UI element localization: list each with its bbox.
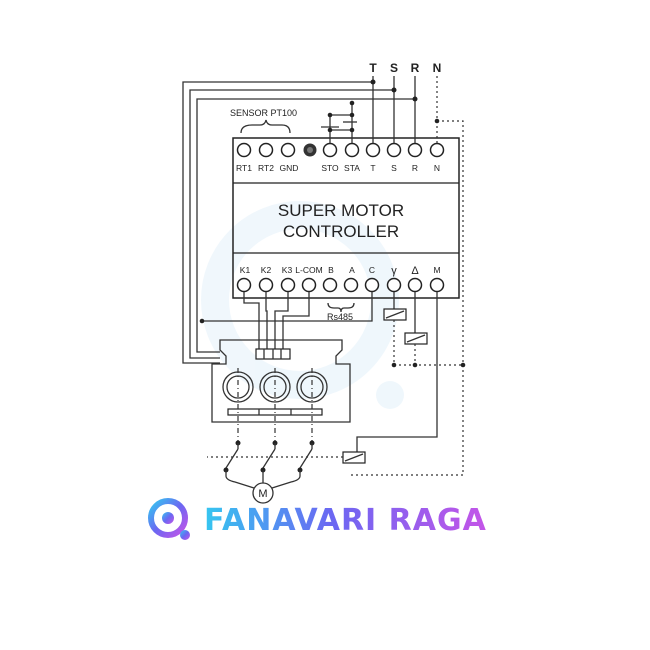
rs485-brace <box>327 302 355 313</box>
terminal-k2 <box>258 277 274 293</box>
terminal-lcom <box>301 277 317 293</box>
terminal-sta <box>344 142 360 158</box>
sensor-brace <box>240 119 291 134</box>
terminal-rt1 <box>236 142 252 158</box>
terminal-n <box>429 142 445 158</box>
motor <box>252 482 274 504</box>
label-lcom: L-COM <box>295 265 322 275</box>
ct-wires <box>199 292 373 360</box>
top-terminal-labels: RT1 RT2 GND STO STA T S R N <box>236 163 440 173</box>
phase-labels: T S R N <box>369 61 441 75</box>
phase-label-r: R <box>411 61 420 75</box>
contactor-coils <box>207 292 466 464</box>
controller-title-line1: SUPER MOTOR <box>278 201 404 220</box>
bottom-terminal-row <box>236 277 445 293</box>
terminal-a <box>343 277 359 293</box>
terminal-r <box>407 142 423 158</box>
terminal-star <box>386 277 402 293</box>
motor-label: M <box>258 488 267 500</box>
label-k1: K1 <box>240 265 251 275</box>
controller-title-line2: CONTROLLER <box>283 222 399 241</box>
label-rt2: RT2 <box>258 163 274 173</box>
label-delta: Δ <box>411 265 419 277</box>
label-k3: K3 <box>282 265 293 275</box>
label-sto: STO <box>321 163 339 173</box>
terminal-gnd <box>280 142 296 158</box>
terminal-blank-inner <box>307 147 313 153</box>
label-rt1: RT1 <box>236 163 252 173</box>
bottom-terminal-labels: K1 K2 K3 L-COM B A C γ Δ M <box>240 265 441 277</box>
label-sta: STA <box>344 163 360 173</box>
label-a: A <box>349 265 355 275</box>
label-star: γ <box>391 265 397 277</box>
motor-circuit: M <box>223 440 315 504</box>
label-k2: K2 <box>261 265 272 275</box>
phase-label-t: T <box>369 61 377 75</box>
label-m: M <box>433 265 440 275</box>
terminal-t <box>365 142 381 158</box>
terminal-k1 <box>236 277 252 293</box>
terminal-b <box>322 277 338 293</box>
label-s: S <box>391 163 397 173</box>
raga-logo-icon <box>148 498 190 540</box>
label-c: C <box>369 265 375 275</box>
controller-box <box>232 137 460 299</box>
supply-wires <box>182 76 464 476</box>
label-t: T <box>370 163 375 173</box>
label-r: R <box>412 163 418 173</box>
phase-label-s: S <box>390 61 398 75</box>
phase-label-n: N <box>433 61 442 75</box>
terminal-s <box>386 142 402 158</box>
top-terminal-row <box>236 142 445 158</box>
terminal-sto <box>322 142 338 158</box>
terminal-rt2 <box>258 142 274 158</box>
ct-block <box>211 339 351 443</box>
label-b: B <box>328 265 334 275</box>
terminal-k3 <box>280 277 296 293</box>
terminal-delta <box>407 277 423 293</box>
terminal-c <box>364 277 380 293</box>
sensor-label: SENSOR PT100 <box>230 108 297 118</box>
brand-name: FANAVARI RAGA <box>204 502 487 538</box>
rs485-label: Rs485 <box>327 312 353 322</box>
terminal-m <box>429 277 445 293</box>
label-n: N <box>434 163 440 173</box>
brand-logo: FANAVARI RAGA <box>146 496 487 544</box>
watermark <box>201 201 404 409</box>
label-gnd: GND <box>280 163 299 173</box>
